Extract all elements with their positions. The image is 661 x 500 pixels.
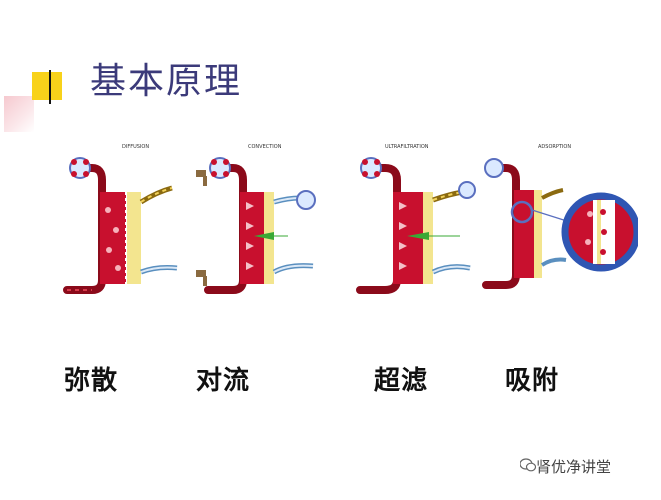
adsorption-heading: ADSORPTION: [538, 144, 571, 150]
ultrafiltration-heading: ULTRAFILTRATION: [385, 144, 429, 150]
diffusion-heading: DIFFUSION: [122, 144, 149, 150]
watermark-text: 肾优净讲堂: [536, 458, 612, 476]
caption-diffusion: 弥散: [64, 366, 119, 396]
ultrafiltration-diagram: ULTRAFILTRATION: [345, 140, 495, 305]
adsorption-diagram: ADSORPTION: [478, 140, 638, 305]
decorative-yellow-square: [32, 72, 62, 100]
convection-diagram: CONVECTION: [188, 140, 338, 305]
decorative-vertical-line: [49, 70, 51, 104]
caption-ultrafiltration: 超滤: [374, 366, 429, 396]
wechat-icon: [520, 458, 536, 472]
decorative-pink-square: [4, 96, 34, 132]
diffusion-diagram: DIFFUSION: [52, 140, 202, 305]
caption-convection: 对流: [196, 366, 251, 396]
convection-heading: CONVECTION: [248, 144, 282, 150]
slide-title: 基本原理: [90, 61, 243, 102]
caption-adsorption: 吸附: [505, 366, 560, 396]
